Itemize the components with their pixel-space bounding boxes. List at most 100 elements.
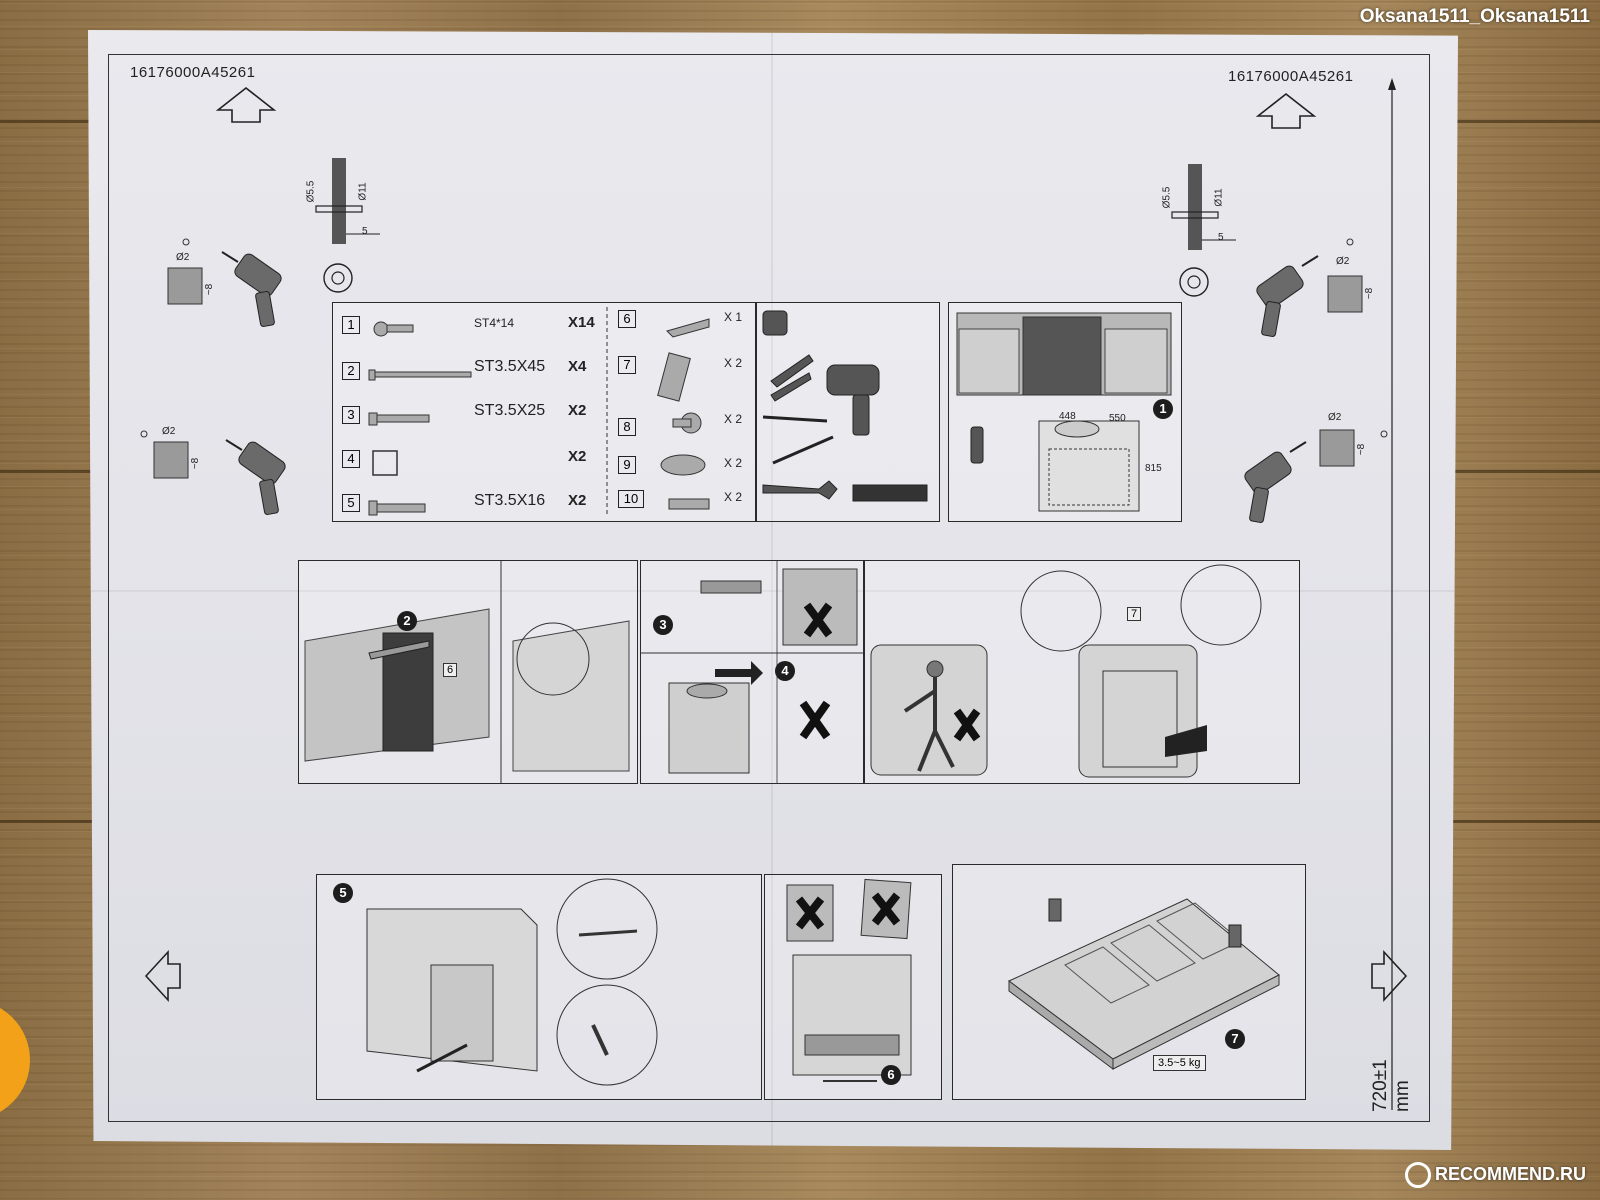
wrench-icon <box>762 480 838 500</box>
step-badge-5: 5 <box>333 883 353 903</box>
drill-diameter: Ø2 <box>1328 412 1342 423</box>
pliers-icon <box>770 354 814 388</box>
recommend-text: RECOMMEND.RU <box>1435 1163 1586 1184</box>
part-qty: X 2 <box>724 412 743 426</box>
step-6-illustration <box>786 878 912 1082</box>
part-callout-6: 6 <box>443 663 458 677</box>
hole-inner-diameter: Ø11 <box>357 182 369 201</box>
hole-depth: 5 <box>362 226 368 237</box>
part-qty: X2 <box>568 448 587 465</box>
part-spec: ST3.5X16 <box>474 492 546 509</box>
step-install-panel: 7 <box>864 560 1300 784</box>
part-number: 6 <box>618 310 636 328</box>
step-7-illustration <box>1008 898 1280 1070</box>
part-qty: X4 <box>568 358 587 375</box>
part-qty: X 2 <box>724 490 743 504</box>
step-badge-1: 1 <box>1153 399 1173 419</box>
fold-line-vertical <box>771 30 773 1150</box>
sheet-border <box>108 54 1430 1122</box>
hole-depth: 5 <box>1218 232 1224 243</box>
drill-icon <box>1228 924 1242 948</box>
step-badge-2: 2 <box>397 611 417 631</box>
dimension-depth: 550 <box>1109 413 1126 424</box>
part-number: 9 <box>618 456 636 474</box>
hole-outer-diameter: Ø5.5 <box>305 180 317 203</box>
parts-list-panel <box>332 302 756 522</box>
drill-depth: ~8 <box>1356 443 1368 456</box>
product-code-left: 16176000A45261 <box>130 64 256 81</box>
dimension-width: 448 <box>1059 411 1076 422</box>
drill-diameter: Ø2 <box>162 426 176 437</box>
drill-icon <box>1256 255 1319 337</box>
step-badge-7: 7 <box>1225 1029 1245 1049</box>
step-2-panel: 2 6 <box>298 560 638 784</box>
hole-profile-left <box>332 158 346 244</box>
step-5-panel: 5 <box>316 874 762 1100</box>
part-qty: X 2 <box>724 456 743 470</box>
tools-panel <box>756 302 940 522</box>
drill-diameter: Ø2 <box>1336 256 1350 267</box>
part-qty: X2 <box>568 402 587 419</box>
step-6-panel: 6 <box>764 874 942 1100</box>
washer-icon <box>1179 267 1209 297</box>
part-number: 3 <box>342 406 360 424</box>
up-arrow-icon <box>1255 92 1317 129</box>
part-qty: X14 <box>568 314 595 331</box>
cabinet-niche-illustration <box>956 312 1172 512</box>
drill-icon <box>1048 898 1062 922</box>
step-badge-6: 6 <box>881 1065 901 1085</box>
part-number: 7 <box>618 356 636 374</box>
step-3-4-panel: 3 4 <box>640 560 864 784</box>
weight-label: 3.5~5 kg <box>1153 1055 1206 1071</box>
step-badge-3: 3 <box>653 615 673 635</box>
step-3-4-illustration <box>641 561 863 783</box>
drill-icon <box>221 251 282 327</box>
part-number: 1 <box>342 316 360 334</box>
part-number: 2 <box>342 362 360 380</box>
dimension-height: 815 <box>1145 463 1162 474</box>
drill-depth: ~8 <box>204 283 216 296</box>
drill-depth-block <box>1327 275 1363 313</box>
hole-profile-right <box>1188 164 1202 250</box>
drill-depth-block <box>153 441 189 479</box>
drill-depth-block <box>1319 429 1355 467</box>
drill-depth: ~8 <box>1364 287 1376 300</box>
step-5-illustration <box>366 878 658 1086</box>
power-drill-icon <box>826 364 880 396</box>
step-7-panel: 3.5~5 kg 7 <box>952 864 1306 1100</box>
hole-inner-diameter: Ø11 <box>1213 188 1225 207</box>
tape-measure-icon <box>970 426 984 464</box>
right-arrow-icon <box>1371 949 1408 1003</box>
watermark-username: Oksana1511_Oksana1511 <box>1359 6 1590 27</box>
part-number: 10 <box>618 490 644 508</box>
dimension-arrowhead <box>1388 78 1396 90</box>
up-arrow-icon <box>215 86 277 123</box>
drill-diameter: Ø2 <box>176 252 190 263</box>
part-callout-7: 7 <box>1127 607 1142 621</box>
parts-icons <box>368 307 710 517</box>
part-qty: X2 <box>568 492 587 509</box>
part-spec: ST3.5X25 <box>474 402 546 419</box>
spirit-level-icon <box>852 484 928 502</box>
part-qty: X 1 <box>724 310 743 324</box>
recommend-logo: RECOMMEND.RU <box>1405 1162 1586 1188</box>
screwdriver-icon <box>772 435 834 465</box>
left-arrow-icon <box>144 949 181 1003</box>
part-number: 5 <box>342 494 360 512</box>
drill-depth-block <box>167 267 203 305</box>
part-spec: ST4*14 <box>474 316 515 330</box>
drill-depth: ~8 <box>190 457 202 470</box>
part-number: 4 <box>342 450 360 468</box>
screwdriver-icon <box>762 415 828 423</box>
part-number: 8 <box>618 418 636 436</box>
drill-icon <box>225 439 286 515</box>
step-badge-4: 4 <box>775 661 795 681</box>
washer-icon <box>323 263 353 293</box>
step-2-illustration <box>304 561 630 783</box>
part-qty: X 2 <box>724 356 743 370</box>
step-1-panel: 448 550 815 1 <box>948 302 1182 522</box>
tools-icons <box>762 310 928 502</box>
drill-icon <box>1244 441 1307 523</box>
recommend-dot-icon <box>1405 1162 1431 1188</box>
tape-measure-icon <box>762 310 788 336</box>
